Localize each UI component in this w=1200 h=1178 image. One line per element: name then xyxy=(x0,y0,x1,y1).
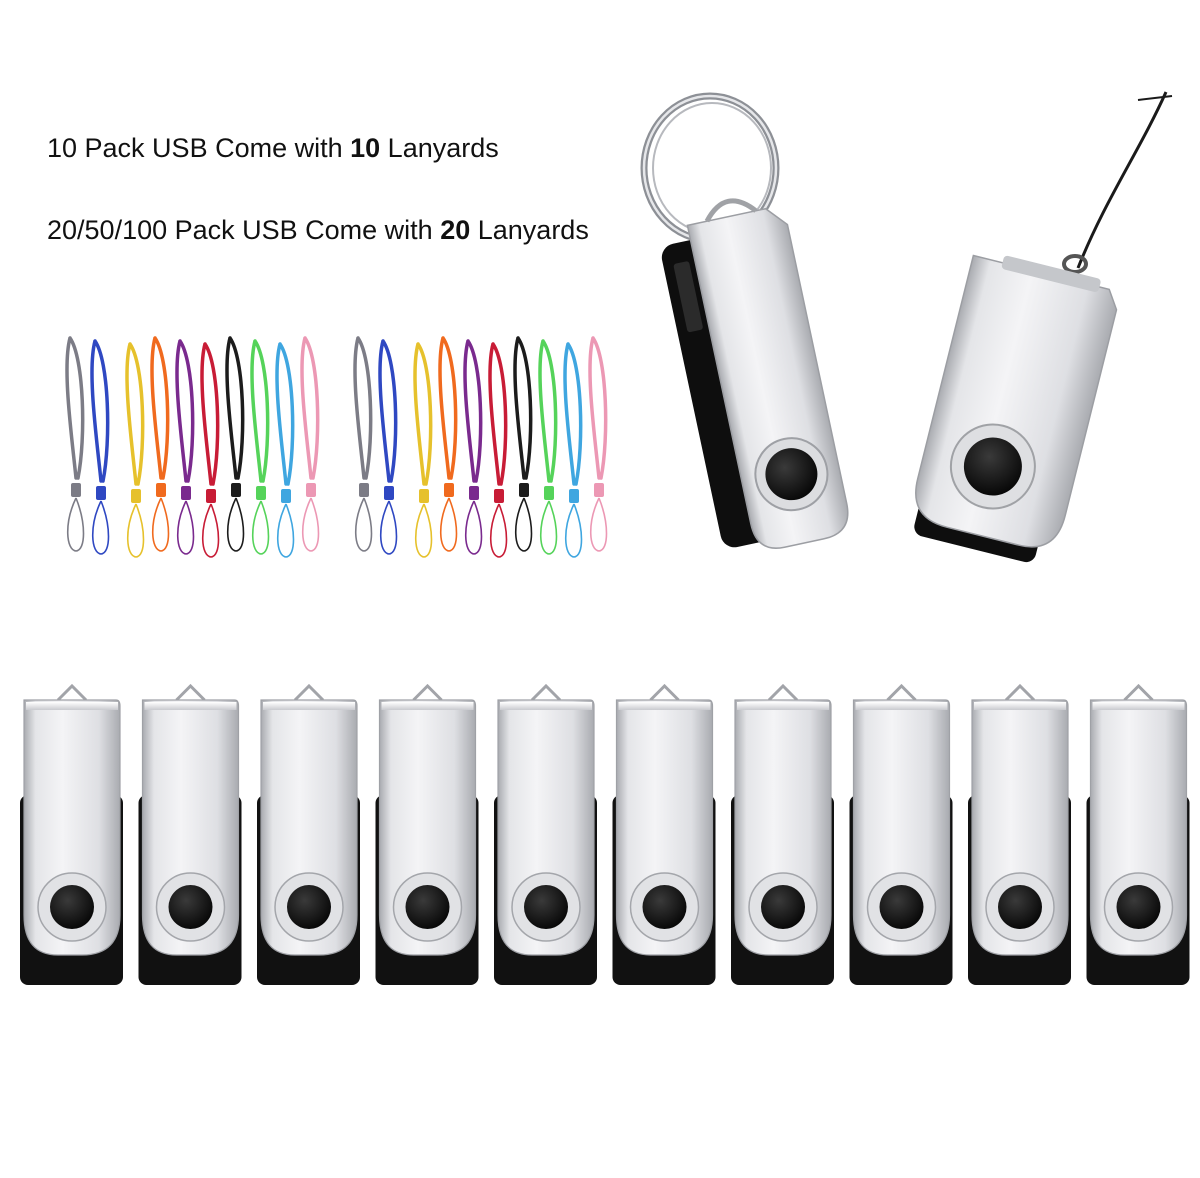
lanyard xyxy=(65,336,85,552)
lanyard xyxy=(538,339,558,555)
flash-drive-closeup-keyring xyxy=(661,198,849,549)
flash-drive xyxy=(138,683,242,985)
flash-drive xyxy=(20,683,123,985)
lanyard xyxy=(563,342,583,558)
lanyard xyxy=(353,336,373,552)
caption-10-pack: 10 Pack USB Come with 10 Lanyards xyxy=(47,133,499,163)
flash-drive xyxy=(1086,683,1190,985)
lanyard-set-left xyxy=(65,336,320,558)
flash-drive xyxy=(968,683,1071,985)
lanyard xyxy=(438,336,458,552)
flash-drive xyxy=(849,683,953,985)
lanyard-set-right xyxy=(353,336,608,558)
lanyard xyxy=(175,339,195,555)
flash-drive xyxy=(494,683,597,985)
lanyard xyxy=(125,342,145,558)
flash-drive xyxy=(375,683,479,985)
flash-drive-closeup-cord xyxy=(914,254,1118,563)
lanyard xyxy=(588,336,608,552)
flash-drive xyxy=(731,683,834,985)
lanyard xyxy=(463,339,483,555)
flash-drive xyxy=(612,683,716,985)
lanyard xyxy=(200,342,220,558)
lanyard xyxy=(513,336,533,552)
lanyard xyxy=(225,336,245,552)
flash-drive-row xyxy=(20,683,1190,985)
lanyard xyxy=(90,339,110,555)
caption-bulk-pack: 20/50/100 Pack USB Come with 20 Lanyards xyxy=(47,215,589,245)
lanyard xyxy=(250,339,270,555)
lanyard xyxy=(300,336,320,552)
lanyard xyxy=(488,342,508,558)
lanyard xyxy=(275,342,295,558)
lanyard xyxy=(378,339,398,555)
flash-drive xyxy=(257,683,360,985)
lanyard xyxy=(413,342,433,558)
cord-strap xyxy=(1062,91,1173,274)
lanyard xyxy=(150,336,170,552)
